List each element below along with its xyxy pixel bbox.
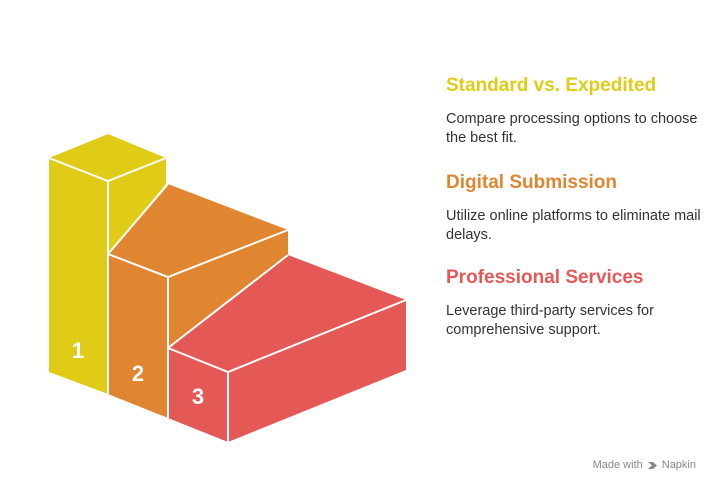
made-with-label: Made with	[592, 459, 643, 471]
step-3-side-face	[228, 300, 406, 442]
step-2-side-face	[168, 230, 288, 348]
step-2-block: 2	[107, 184, 289, 418]
step-2-title: Digital Submission	[446, 172, 618, 193]
step-3-front-face	[168, 348, 228, 442]
step-1-side-face	[108, 158, 166, 254]
step-1-front-face	[49, 158, 108, 394]
made-with-napkin: Made with Napkin	[593, 459, 696, 471]
step-2-number: 2	[132, 361, 144, 386]
step-3-number: 3	[192, 384, 204, 409]
step-3-title: Professional Services	[446, 267, 644, 288]
step-1-block: 1	[48, 134, 169, 394]
step-2-top-face	[108, 184, 288, 277]
step-1-title: Standard vs. Expedited	[446, 75, 657, 96]
napkin-brand: Napkin	[661, 459, 696, 471]
step-3-top-face	[168, 255, 406, 372]
step-1-description: Compare processing options to choose the…	[446, 111, 698, 146]
step-2-front-face	[108, 254, 168, 418]
step-3-block: 3	[167, 255, 407, 442]
step-2-text: Digital Submission Utilize online platfo…	[446, 171, 706, 245]
step-3-description: Leverage third-party services for compre…	[446, 303, 654, 338]
step-2-description: Utilize online platforms to eliminate ma…	[446, 208, 701, 243]
napkin-logo-icon	[647, 461, 657, 469]
step-3-text: Professional Services Leverage third-par…	[446, 266, 706, 340]
step-1-number: 1	[72, 338, 84, 363]
step-1-text: Standard vs. Expedited Compare processin…	[446, 74, 706, 148]
